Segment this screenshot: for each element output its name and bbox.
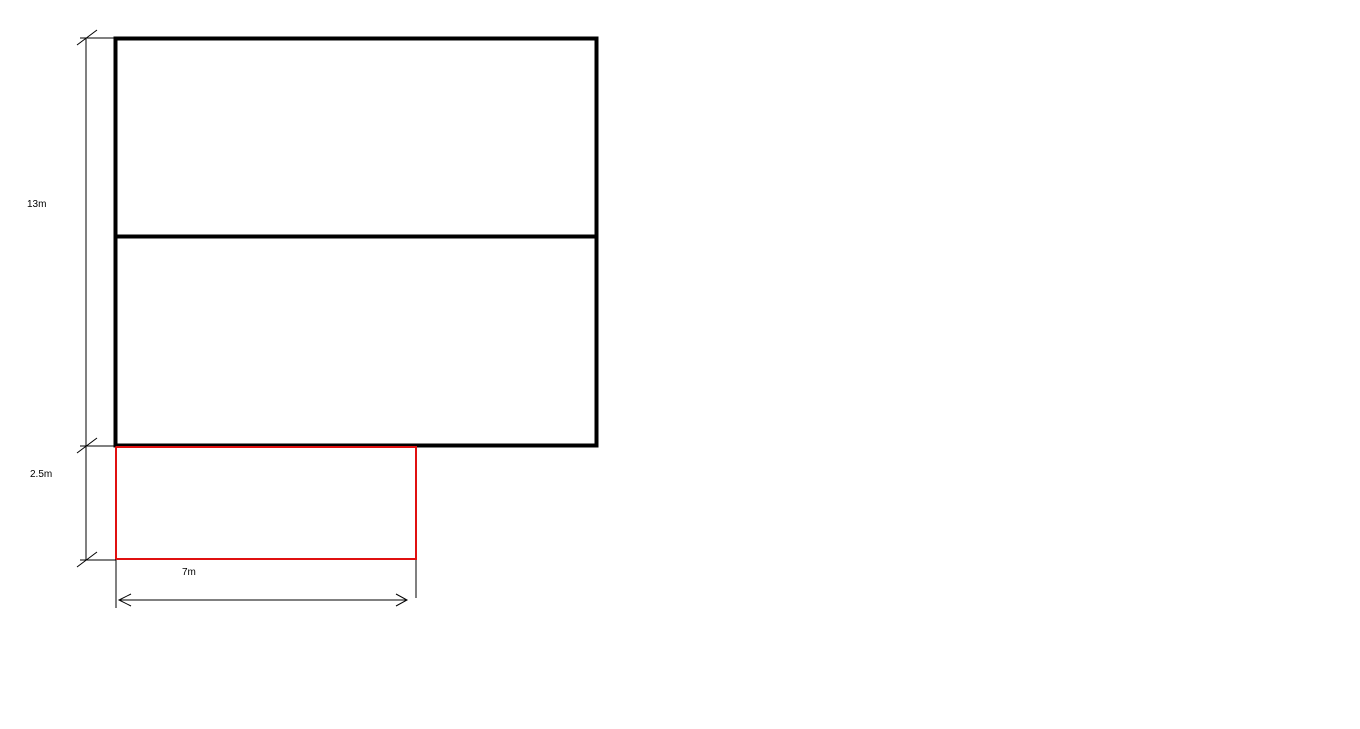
main-height-label: 13m [27, 199, 47, 210]
extension-height-bottom-tick [76, 551, 98, 568]
extension-outline [115, 446, 417, 560]
height-dimension-top-tick [76, 29, 98, 46]
width-dimension-right-arrow [395, 593, 409, 607]
main-building-outline [113, 36, 599, 448]
extension-width-label: 7m [182, 567, 196, 578]
width-dimension-left-arrow [117, 593, 132, 607]
extension-height-label: 2.5m [30, 469, 53, 480]
height-dimension-bottom-tick [76, 437, 98, 454]
